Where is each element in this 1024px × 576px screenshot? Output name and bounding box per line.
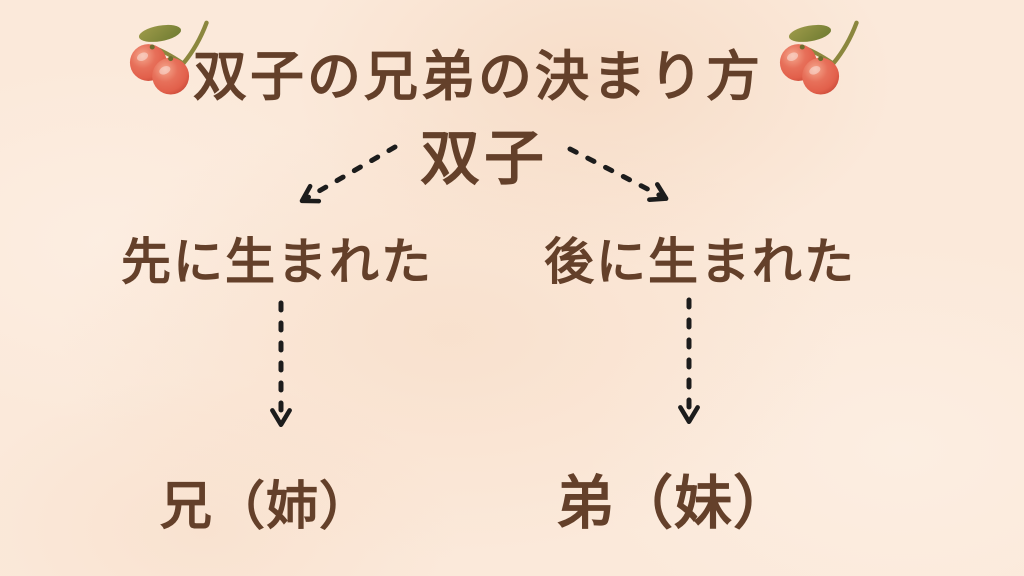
twins-root-node: 双子 (420, 124, 548, 194)
older-sibling-label: 兄（姉） (159, 477, 373, 537)
page-title: 双子の兄弟の決まり方 (193, 45, 763, 108)
born-first-label: 先に生まれた (121, 233, 433, 291)
born-later-label: 後に生まれた (544, 233, 856, 291)
arrow-down-right-icon (567, 146, 669, 203)
younger-sibling-label: 弟（妹） (555, 469, 793, 537)
arrow-down-left-icon (299, 144, 398, 204)
cherries-icon (777, 13, 874, 114)
